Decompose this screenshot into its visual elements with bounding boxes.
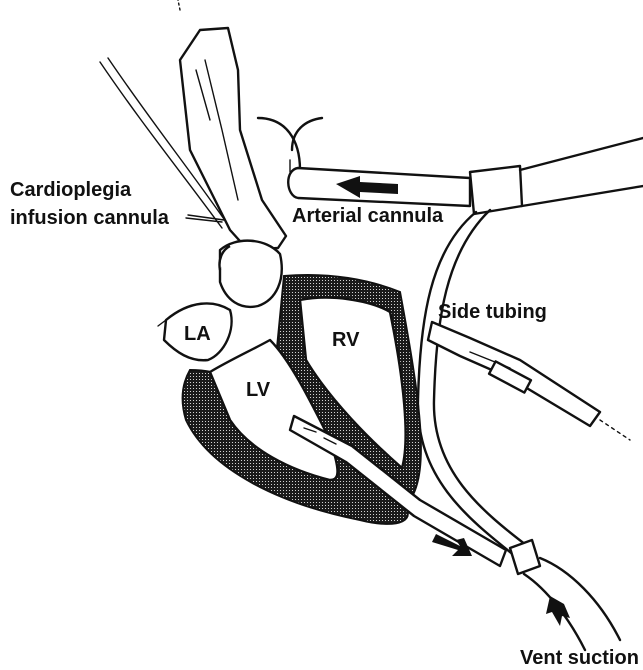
label-arterial-cannula: Arterial cannula: [292, 205, 444, 227]
side-tubing-device: [428, 322, 630, 440]
label-lv: LV: [246, 379, 271, 401]
label-side-tubing: Side tubing: [438, 301, 547, 323]
side-tubing-line: [418, 210, 620, 650]
label-infusion-cannula: infusion cannula: [10, 207, 170, 229]
label-rv: RV: [332, 329, 360, 351]
arterial-cannula-tube: [288, 138, 643, 214]
vent-flow-arrow-icon: [546, 596, 570, 626]
label-vent-suction: Vent suction: [520, 647, 639, 669]
vent-cannula: [290, 416, 570, 626]
label-cardioplegia: Cardioplegia: [10, 179, 132, 201]
aorta: [178, 0, 286, 250]
aortic-valve: [220, 241, 282, 307]
label-la: LA: [184, 323, 211, 345]
